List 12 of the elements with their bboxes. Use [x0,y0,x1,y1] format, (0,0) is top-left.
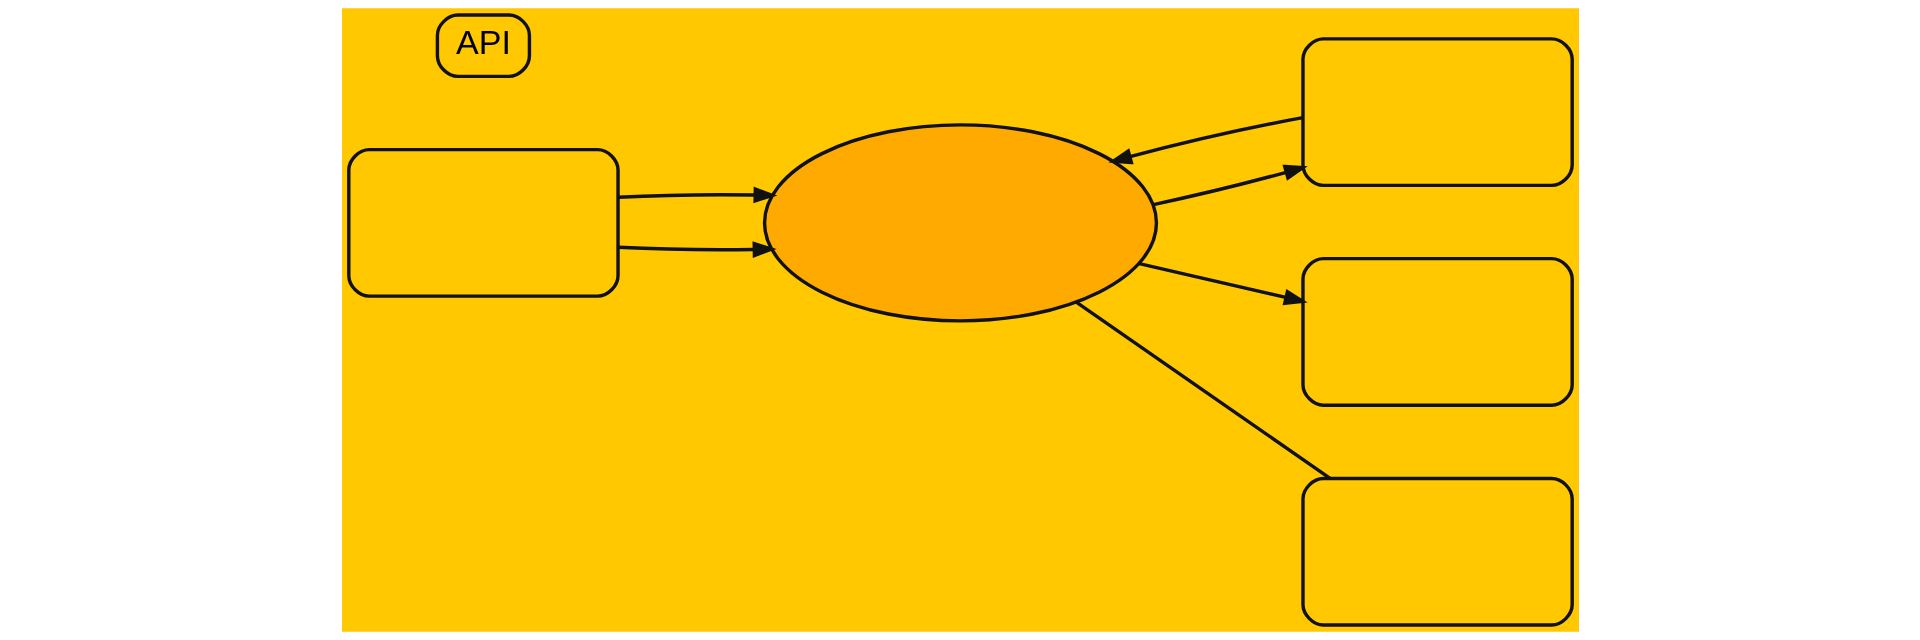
arrow [1107,116,1303,165]
arrow [617,186,777,204]
node-box [1300,37,1574,188]
arrow [1138,261,1308,306]
node-box: API [435,13,531,79]
node-box [1300,476,1574,627]
node-box [1300,256,1574,407]
node-box [346,147,620,298]
arrow [1152,164,1308,207]
connector [1074,300,1331,480]
arrow [617,241,777,258]
node-cloud [762,123,1158,323]
